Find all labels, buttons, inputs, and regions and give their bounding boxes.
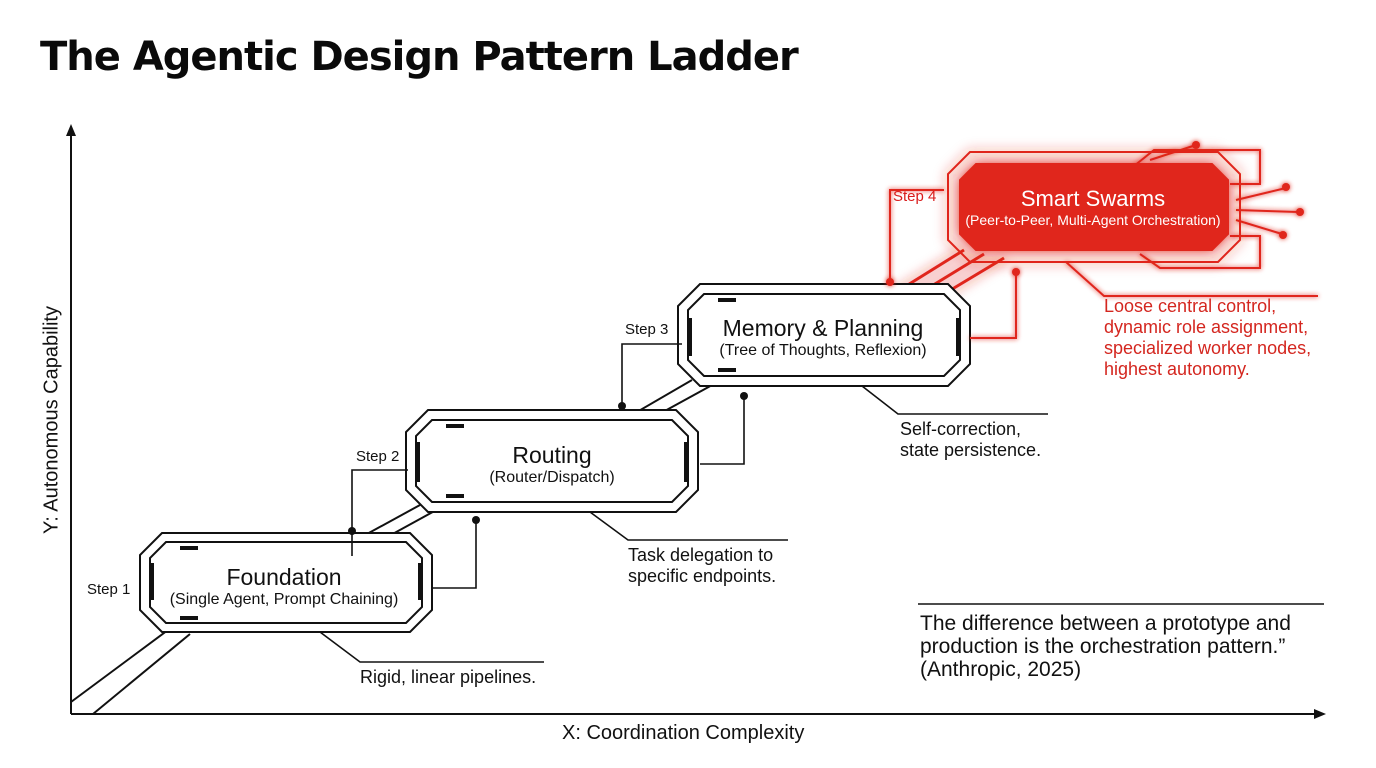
smart-swarms-box: Smart Swarms (Peer-to-Peer, Multi-Agent … bbox=[965, 186, 1220, 229]
routing-box: Routing (Router/Dispatch) bbox=[489, 442, 614, 489]
note-line: Task delegation to bbox=[628, 545, 774, 565]
memory-planning-title: Memory & Planning bbox=[722, 315, 924, 341]
foundation-note: Rigid, linear pipelines. bbox=[360, 667, 536, 688]
note-line: state persistence. bbox=[900, 440, 1042, 460]
step-4-label: Step 4 bbox=[893, 188, 937, 205]
swarm-circuit-traces bbox=[889, 144, 1318, 339]
smart-swarms-note: Loose central control, dynamic role assi… bbox=[1104, 296, 1311, 380]
note-line: specific endpoints. bbox=[628, 566, 777, 586]
quote-line: production is the orchestration pattern.… bbox=[920, 635, 1286, 658]
connector-dots bbox=[348, 392, 748, 535]
memory-planning-note: Self-correction, state persistence. bbox=[900, 419, 1041, 461]
quote-attribution: (Anthropic, 2025) bbox=[920, 658, 1082, 681]
routing-subtitle: (Router/Dispatch) bbox=[489, 469, 615, 487]
routing-box-accents bbox=[416, 424, 688, 498]
step-2-label: Step 2 bbox=[356, 448, 400, 465]
smart-swarms-subtitle: (Peer-to-Peer, Multi-Agent Orchestration… bbox=[965, 212, 1221, 229]
note-line: Rigid, linear pipelines. bbox=[360, 667, 537, 687]
foundation-box-accents bbox=[150, 546, 422, 620]
note-line: highest autonomy. bbox=[1104, 359, 1250, 379]
y-axis-arrow bbox=[66, 124, 76, 136]
memory-box-accents bbox=[688, 298, 960, 372]
step-3-label: Step 3 bbox=[625, 321, 669, 338]
quote-block: The difference between a prototype and p… bbox=[920, 612, 1291, 681]
foundation-subtitle: (Single Agent, Prompt Chaining) bbox=[169, 591, 399, 609]
x-axis-label: X: Coordination Complexity bbox=[562, 722, 805, 744]
y-axis-label: Y: Autonomous Capability bbox=[40, 306, 63, 534]
page-title: The Agentic Design Pattern Ladder bbox=[40, 34, 799, 80]
x-axis-arrow bbox=[1314, 709, 1326, 719]
note-line: Self-correction, bbox=[900, 419, 1022, 439]
step-1-label: Step 1 bbox=[87, 581, 131, 598]
routing-note: Task delegation to specific endpoints. bbox=[628, 545, 776, 587]
foundation-title: Foundation bbox=[226, 564, 342, 590]
foundation-box: Foundation (Single Agent, Prompt Chainin… bbox=[170, 564, 399, 611]
swarm-dots bbox=[886, 141, 1304, 286]
swarm-outer-frame bbox=[947, 151, 1241, 263]
swarm-box-fill bbox=[959, 163, 1229, 251]
note-line: specialized worker nodes, bbox=[1104, 338, 1312, 358]
memory-planning-box: Memory & Planning (Tree of Thoughts, Ref… bbox=[719, 315, 926, 362]
note-line: Loose central control, bbox=[1104, 296, 1277, 316]
routing-title: Routing bbox=[512, 442, 592, 468]
quote-line: The difference between a prototype and bbox=[920, 612, 1291, 635]
smart-swarms-title: Smart Swarms bbox=[1020, 186, 1166, 211]
note-line: dynamic role assignment, bbox=[1104, 317, 1309, 337]
memory-planning-subtitle: (Tree of Thoughts, Reflexion) bbox=[719, 342, 927, 360]
